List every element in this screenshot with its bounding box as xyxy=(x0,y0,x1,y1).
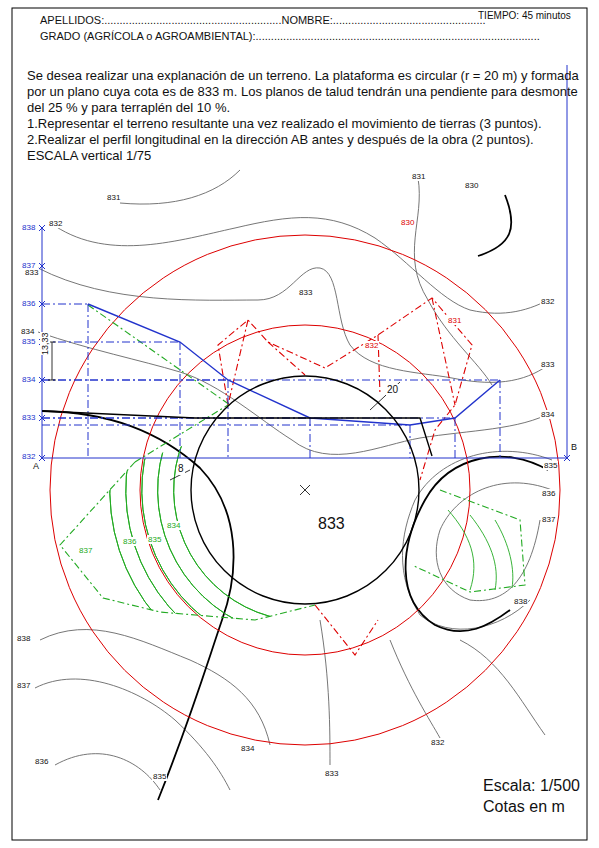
contour-label: 835 xyxy=(543,461,558,470)
ground-profile xyxy=(88,304,500,425)
axis-tick xyxy=(39,225,45,231)
axis-ticks xyxy=(39,225,570,461)
contour-label: 832 xyxy=(430,738,445,747)
dimension-lines xyxy=(48,342,400,495)
contour-label: 835 xyxy=(147,535,162,544)
contour-label: 834 xyxy=(166,521,181,530)
dimension: 13,33 xyxy=(40,332,50,355)
profile-guide xyxy=(42,304,88,305)
profile-guide xyxy=(500,380,501,458)
fill-slope-outline xyxy=(60,305,525,620)
platform-circle: 833 xyxy=(190,375,420,605)
contour-label: 831 xyxy=(106,193,121,202)
profile-guide xyxy=(42,425,410,426)
axis-tick xyxy=(39,415,45,421)
contour-label: 830 xyxy=(400,218,415,227)
contour-label: 830 xyxy=(464,181,479,190)
contour-label: 833 xyxy=(24,268,39,277)
platform-elevation: 833 xyxy=(316,515,347,533)
dimension: 8 xyxy=(177,463,185,475)
contour-label: 837 xyxy=(16,681,31,690)
scale-note: ESCALA vertical 1/75 xyxy=(27,149,151,164)
point-label: A xyxy=(33,461,39,471)
contour-label: 831 xyxy=(447,316,462,325)
contour-label: 834 xyxy=(20,327,35,336)
profile-guide xyxy=(228,380,229,458)
axis-tick xyxy=(39,455,45,461)
axis-tick xyxy=(39,377,45,383)
contour-label: 837 xyxy=(541,515,556,524)
fill-contours xyxy=(110,305,365,686)
contour-label: 834 xyxy=(240,744,255,753)
contour-label: 833 xyxy=(298,288,313,297)
fill-contour-arc xyxy=(174,365,346,621)
axis-value: 833 xyxy=(22,413,35,422)
scale-note: Escala: 1/500 xyxy=(483,777,580,795)
statement: Se desea realizar una explanación de un … xyxy=(27,68,582,116)
axis-tick xyxy=(564,455,570,461)
axis-value: 832 xyxy=(22,452,35,461)
contour-label: 831 xyxy=(411,172,426,181)
contour-label: 833 xyxy=(540,360,555,369)
fill-contour-arc xyxy=(142,335,356,653)
construction-circles xyxy=(50,235,560,745)
profile-guide xyxy=(88,304,89,458)
thick-contours xyxy=(42,195,548,800)
profile-guide xyxy=(42,380,500,381)
fill-contour-arc xyxy=(110,305,365,686)
contour-label: 834 xyxy=(540,410,555,419)
fill-contours-right xyxy=(448,510,513,590)
contour-label: 833 xyxy=(324,769,339,778)
axis-tick xyxy=(39,301,45,307)
cut-slope-outline xyxy=(218,298,472,655)
contour-label: 837 xyxy=(78,546,93,555)
contour-label: 832 xyxy=(364,341,379,350)
point-label: B xyxy=(571,442,577,452)
contour-label: 835 xyxy=(152,772,167,781)
axis-value: 838 xyxy=(22,223,35,232)
contour-label: 836 xyxy=(541,489,556,498)
scale-note: Cotas en m xyxy=(483,798,565,816)
contour-lines xyxy=(35,170,552,790)
finished-profile xyxy=(42,411,432,456)
contour-label: 832 xyxy=(540,297,555,306)
dimension: 20 xyxy=(386,384,399,396)
time-note: TIEMPO: 45 minutos xyxy=(478,10,571,22)
profile-guide xyxy=(180,342,181,458)
form-field: GRADO (AGRÍCOLA o AGROAMBIENTAL):.......… xyxy=(40,30,540,43)
task: 2.Realizar el perfil longitudinal en la … xyxy=(27,133,534,148)
axis-value: 836 xyxy=(22,299,35,308)
profile-guide xyxy=(310,418,311,458)
profile-guide xyxy=(42,342,180,343)
contour-label: 836 xyxy=(34,757,49,766)
axis-value: 834 xyxy=(22,375,35,384)
contour-label: 836 xyxy=(122,537,137,546)
task: 1.Representar el terreno resultante una … xyxy=(27,117,542,132)
axis-value: 835 xyxy=(22,337,35,346)
fill-contour-arc xyxy=(158,350,351,637)
fill-contour-arc xyxy=(126,320,361,669)
contour-label: 838 xyxy=(16,634,31,643)
contour-label: 838 xyxy=(513,597,528,606)
sheet-frame xyxy=(12,8,587,840)
profile-guide xyxy=(410,425,411,458)
form-field: APELLIDOS:..............................… xyxy=(40,14,486,27)
axis-tick xyxy=(39,263,45,269)
platform-outline xyxy=(190,375,420,605)
contour-label: 832 xyxy=(48,219,63,228)
profile-guide xyxy=(455,418,456,458)
